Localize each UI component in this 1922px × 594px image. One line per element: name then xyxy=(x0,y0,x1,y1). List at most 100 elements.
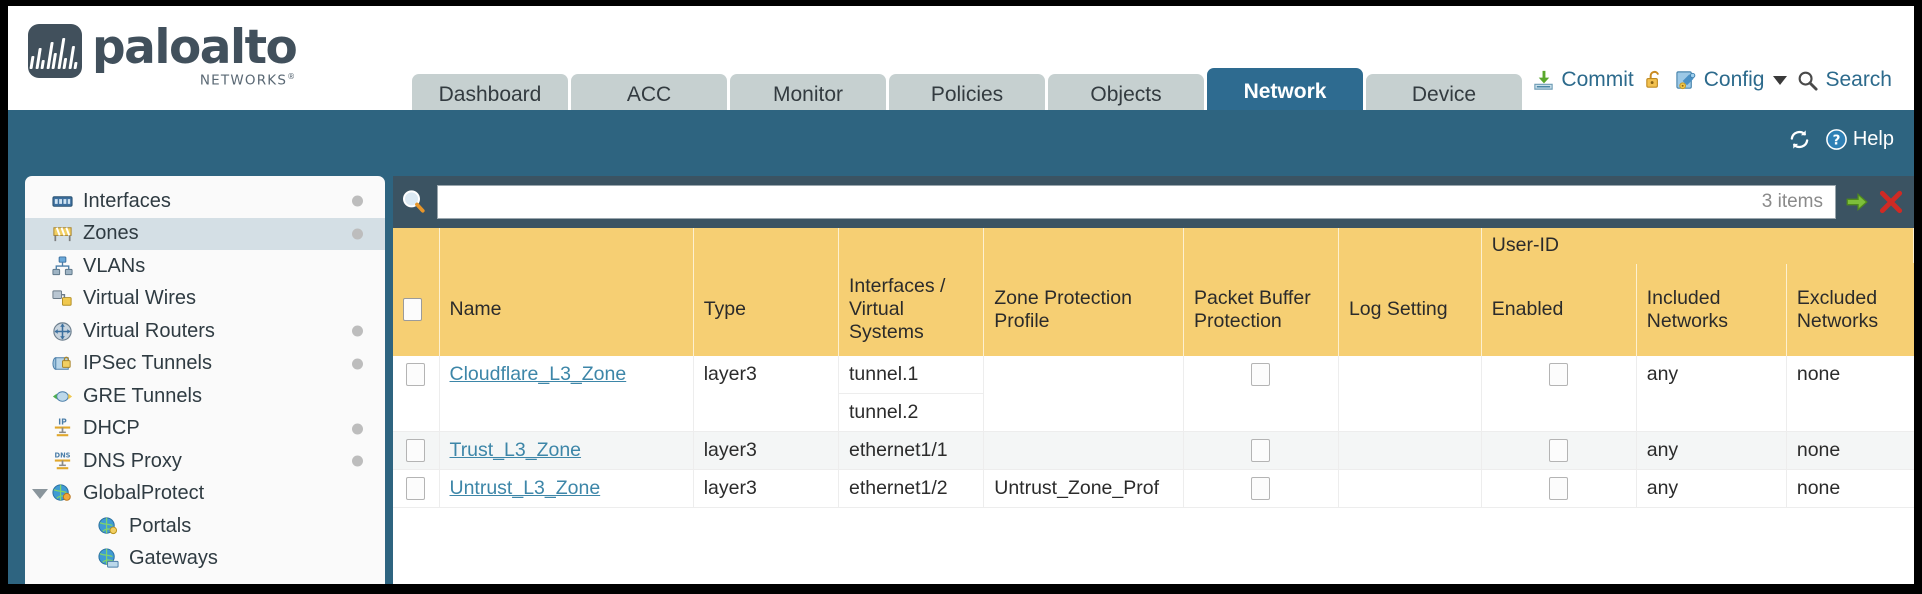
cell-interfaces: ethernet1/1 xyxy=(838,431,985,470)
cell-interfaces: tunnel.1 tunnel.2 xyxy=(838,355,985,432)
table-row[interactable]: Untrust_L3_Zone layer3 ethernet1/2 Untru… xyxy=(393,469,1914,509)
filter-bar: 3 items xyxy=(393,176,1914,228)
tab-objects[interactable]: Objects xyxy=(1048,74,1204,117)
col-header-zone-protection-profile[interactable]: Zone Protection Profile xyxy=(983,263,1184,356)
userid-enabled-checkbox[interactable] xyxy=(1549,362,1569,386)
content-area: Interfaces Zones VLANs xyxy=(8,176,1914,584)
brand-tagline: NETWORKS® xyxy=(199,72,297,89)
sidebar-item-label: Portals xyxy=(129,514,192,537)
zone-name-link[interactable]: Trust_L3_Zone xyxy=(449,438,582,461)
col-header-included-networks[interactable]: Included Networks xyxy=(1636,263,1787,356)
row-select-cell xyxy=(393,469,440,509)
col-header-type[interactable]: Type xyxy=(693,263,839,356)
cell-userid-enabled xyxy=(1481,431,1637,470)
cell-zone-protection-profile: Untrust_Zone_Prof xyxy=(983,469,1184,509)
virtual-routers-icon xyxy=(53,322,72,341)
tab-acc[interactable]: ACC xyxy=(571,74,727,117)
row-checkbox[interactable] xyxy=(406,477,426,501)
collapse-triangle-icon[interactable] xyxy=(32,488,48,499)
zone-name-link[interactable]: Cloudflare_L3_Zone xyxy=(449,362,627,385)
refresh-button[interactable] xyxy=(1788,128,1811,151)
group-blank-checkbox xyxy=(393,228,440,264)
sidebar-item-virtual-wires[interactable]: Virtual Wires xyxy=(25,283,385,316)
cell-packet-buffer-protection xyxy=(1183,355,1339,432)
cell-type: layer3 xyxy=(693,355,839,432)
packet-buffer-protection-checkbox[interactable] xyxy=(1251,362,1271,386)
col-header-enabled[interactable]: Enabled xyxy=(1481,263,1637,356)
search-magnifier-icon xyxy=(1799,71,1819,91)
sidebar-item-gre-tunnels[interactable]: GRE Tunnels xyxy=(25,380,385,413)
items-count-label: 3 items xyxy=(1761,191,1823,212)
commit-button[interactable]: Commit xyxy=(1532,68,1634,92)
tab-policies[interactable]: Policies xyxy=(889,74,1045,117)
tab-network[interactable]: Network xyxy=(1207,68,1363,117)
sidebar-item-zones[interactable]: Zones xyxy=(25,217,385,250)
sidebar-item-label: IPSec Tunnels xyxy=(83,352,212,375)
row-checkbox[interactable] xyxy=(406,438,426,462)
packet-buffer-protection-checkbox[interactable] xyxy=(1251,477,1271,501)
cell-included-networks: any xyxy=(1636,469,1787,509)
brand-logo: paloalto NETWORKS® xyxy=(28,24,298,89)
sidebar-item-vlans[interactable]: VLANs xyxy=(25,250,385,283)
row-select-cell xyxy=(393,355,440,432)
config-menu[interactable]: Config xyxy=(1675,68,1788,92)
search-input[interactable]: 3 items xyxy=(437,185,1836,219)
col-header-interfaces[interactable]: Interfaces / Virtual Systems xyxy=(838,263,985,356)
zone-name-link[interactable]: Untrust_L3_Zone xyxy=(449,476,601,499)
sidebar-item-label: Zones xyxy=(83,222,139,245)
sidebar-item-label: Interfaces xyxy=(83,189,171,212)
tab-device[interactable]: Device xyxy=(1366,74,1522,117)
row-checkbox[interactable] xyxy=(406,362,426,386)
apply-filter-button[interactable] xyxy=(1844,189,1870,215)
sidebar-item-globalprotect[interactable]: GlobalProtect xyxy=(25,478,385,511)
userid-enabled-checkbox[interactable] xyxy=(1549,438,1569,462)
sidebar-item-label: DHCP xyxy=(83,417,140,440)
globalprotect-icon xyxy=(52,484,71,502)
main-tab-bar: Dashboard ACC Monitor Policies Objects N… xyxy=(412,68,1522,117)
help-button[interactable]: ? Help xyxy=(1825,128,1894,151)
packet-buffer-protection-checkbox[interactable] xyxy=(1251,438,1271,462)
sidebar-item-dhcp[interactable]: IP DHCP xyxy=(25,413,385,446)
search-button[interactable]: Search xyxy=(1796,68,1892,92)
search-label: Search xyxy=(1825,68,1892,91)
clear-filter-button[interactable] xyxy=(1878,189,1904,215)
refresh-icon xyxy=(1790,130,1809,149)
cell-zone-protection-profile xyxy=(983,431,1184,470)
cell-excluded-networks: none xyxy=(1786,469,1914,509)
sidebar-item-gateways[interactable]: Gateways xyxy=(25,543,385,576)
zones-table-body: Cloudflare_L3_Zone layer3 tunnel.1 tunne… xyxy=(393,355,1914,509)
col-header-excluded-networks[interactable]: Excluded Networks xyxy=(1786,263,1914,356)
select-all-checkbox[interactable] xyxy=(403,298,422,322)
cell-log-setting xyxy=(1338,469,1482,509)
status-dot xyxy=(352,358,363,370)
sidebar-item-ipsec-tunnels[interactable]: IPSec Tunnels xyxy=(25,348,385,381)
svg-text:DNS: DNS xyxy=(55,451,71,459)
table-row[interactable]: Cloudflare_L3_Zone layer3 tunnel.1 tunne… xyxy=(393,355,1914,432)
sidebar-item-label: GlobalProtect xyxy=(83,482,205,505)
commit-label: Commit xyxy=(1561,68,1634,91)
col-header-name[interactable]: Name xyxy=(439,263,694,356)
tab-dashboard[interactable]: Dashboard xyxy=(412,74,568,117)
table-row[interactable]: Trust_L3_Zone layer3 ethernet1/1 xyxy=(393,431,1914,470)
group-blank-zpp xyxy=(983,228,1184,264)
cell-zone-protection-profile xyxy=(983,355,1184,432)
dhcp-icon: IP xyxy=(54,418,71,437)
lock-button[interactable] xyxy=(1643,69,1666,92)
group-blank-name xyxy=(439,228,694,264)
userid-enabled-checkbox[interactable] xyxy=(1549,477,1569,501)
sidebar-item-portals[interactable]: Portals xyxy=(25,510,385,543)
sidebar-item-dns-proxy[interactable]: DNS DNS Proxy xyxy=(25,445,385,478)
tab-monitor[interactable]: Monitor xyxy=(730,74,886,117)
group-blank-type xyxy=(693,228,839,264)
filter-search-icon[interactable] xyxy=(399,187,429,217)
gre-tunnels-icon xyxy=(52,390,73,402)
sidebar-item-virtual-routers[interactable]: Virtual Routers xyxy=(25,315,385,348)
chevron-down-icon[interactable] xyxy=(1773,75,1788,85)
sidebar-item-interfaces[interactable]: Interfaces xyxy=(25,185,385,218)
green-arrow-apply-icon xyxy=(1846,192,1868,212)
col-header-log-setting[interactable]: Log Setting xyxy=(1338,263,1482,356)
col-header-packet-buffer-protection[interactable]: Packet Buffer Protection xyxy=(1183,263,1339,356)
sidebar-item-label: DNS Proxy xyxy=(83,449,182,472)
select-all-header-cell xyxy=(393,263,440,356)
cell-name: Cloudflare_L3_Zone xyxy=(439,355,694,432)
